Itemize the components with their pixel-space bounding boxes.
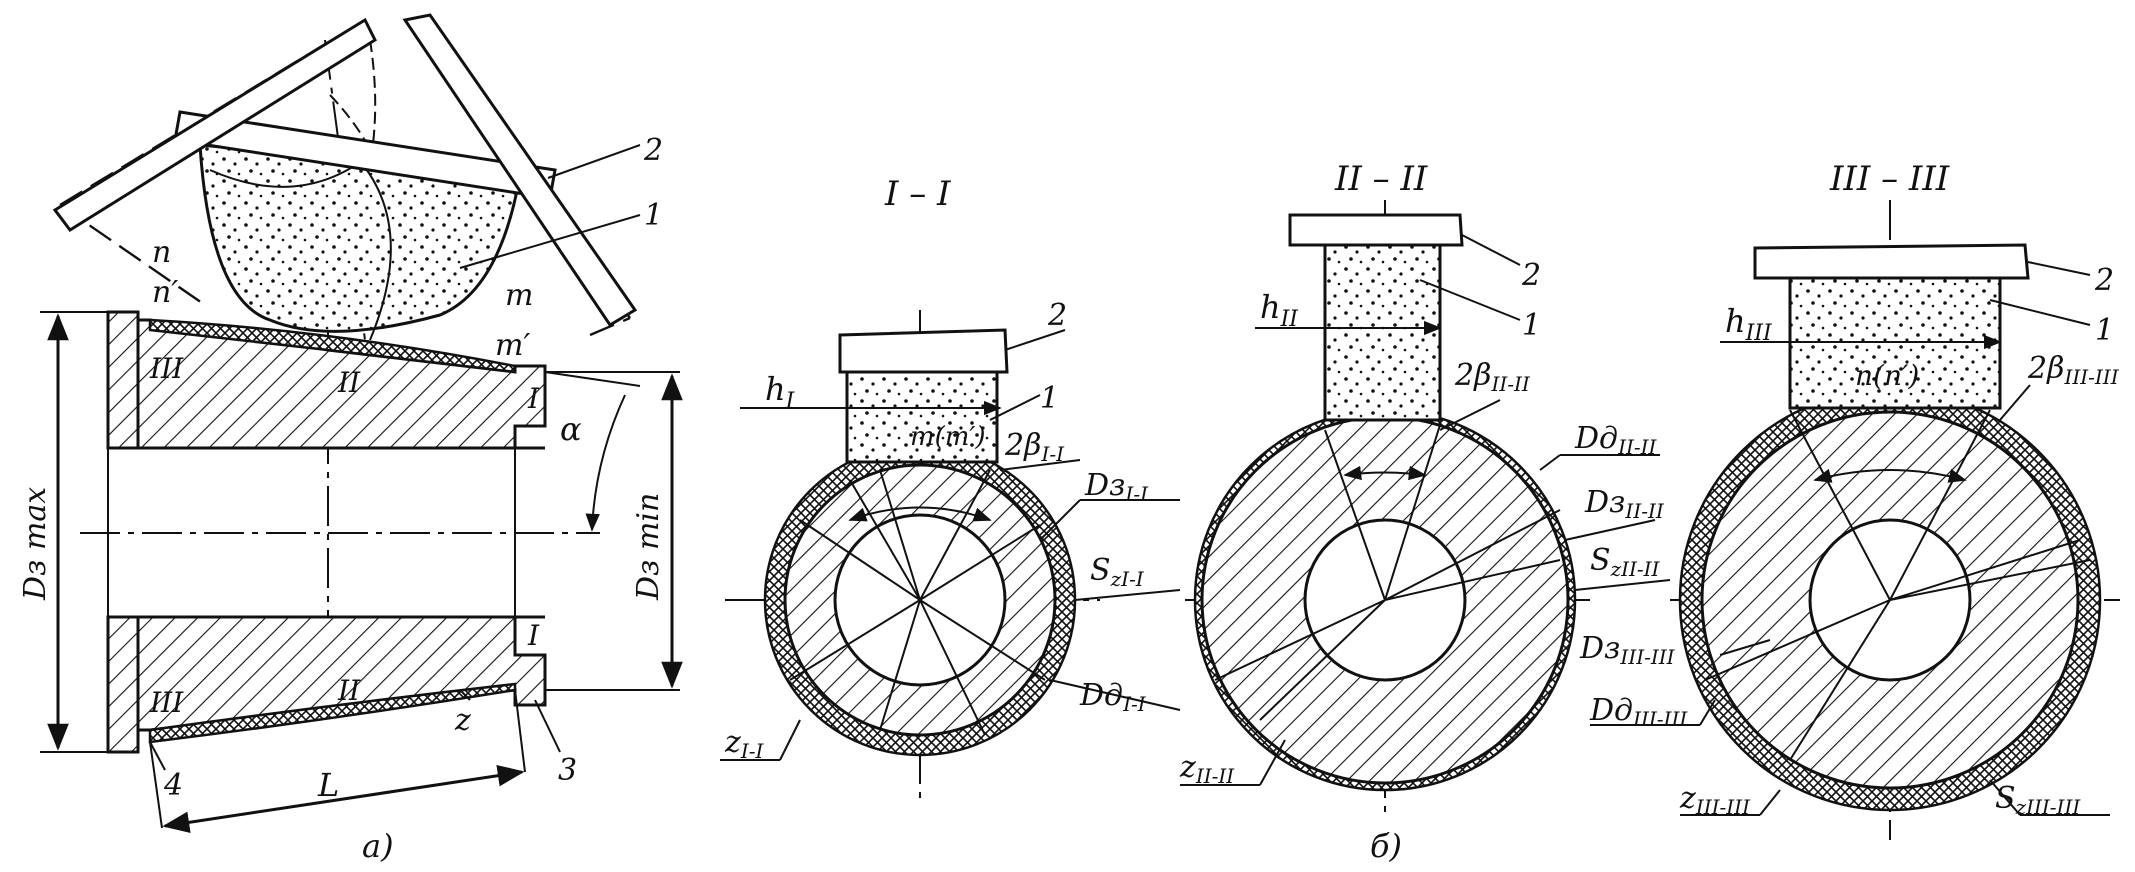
figure-a: Dз max Dз min α L III II I III II I n n′… [18, 13, 683, 865]
point-m-i: m(m′) [910, 422, 986, 452]
wheel-ii [1323, 243, 1442, 422]
section-mark-iii-bottom: III [149, 686, 184, 719]
dim-d-max-label: Dз max [18, 487, 53, 601]
callout-2-iii: 2 [2094, 263, 2114, 298]
callout-2-ii: 2 [1521, 258, 1541, 293]
beta-label-ii: 2βII-II [1454, 358, 1531, 396]
dim-length-label: L [317, 766, 339, 804]
angle-alpha: α [560, 410, 582, 448]
grinding-wheel [198, 143, 522, 333]
callout-1-ii: 1 [1522, 308, 1541, 343]
section-i-i: I – I hI m(m′) 2 1 2βI-I DзI-I SzI-I DдI… [720, 174, 1181, 800]
dz-label-i: DзI-I [1084, 468, 1149, 506]
section-i-title: I – I [884, 174, 951, 214]
dim-d-min-label: Dз min [631, 493, 666, 601]
point-m-prime: m′ [495, 328, 530, 363]
sz-label-i: SzI-I [1090, 553, 1145, 591]
left-flange-top [106, 310, 140, 450]
callout-1-i: 1 [1040, 381, 1059, 416]
point-n-prime: n′ [152, 275, 178, 310]
dd-label-iii: DдIII-III [1589, 693, 1688, 731]
z-label-iii: zIII-III [1679, 781, 1751, 819]
section-mark-ii-bottom: II [337, 674, 361, 707]
holder-i [838, 328, 1009, 374]
h-label-ii: hII [1260, 288, 1299, 332]
sz-label-iii: SzIII-III [1995, 781, 2081, 819]
holder-ii [1288, 213, 1464, 247]
beta-label-iii: 2βIII-III [2027, 351, 2120, 389]
point-n-iii: n(n′) [1855, 359, 1919, 392]
z-label-ii: zII-II [1179, 750, 1235, 788]
sz-label-ii: SzII-II [1590, 543, 1661, 581]
caption-b: б) [1370, 827, 1402, 865]
beta-label-i: 2βI-I [1004, 428, 1065, 466]
point-n: n [152, 235, 171, 270]
section-mark-i-top: I [527, 382, 540, 415]
section-mark-ii-top: II [337, 366, 361, 399]
section-mark-i-bottom: I [527, 619, 540, 652]
left-flange-bottom [106, 615, 140, 754]
dim-length-line [162, 764, 525, 834]
h-label-iii: hIII [1725, 302, 1773, 346]
alt-holder-right [402, 13, 638, 328]
callout-1-iii: 1 [2095, 313, 2114, 348]
holder-iii [1753, 243, 2030, 280]
section-ii-title: II – II [1334, 159, 1428, 199]
h-label-i: hI [765, 370, 796, 414]
callout-4-a: 4 [163, 768, 183, 803]
section-iii-title: III – III [1829, 159, 1950, 199]
caption-a: a) [362, 827, 394, 865]
callout-2-i: 2 [1047, 298, 1067, 333]
dd-label-ii: DдII-II [1574, 421, 1658, 459]
dz-label-ii: DзII-II [1584, 485, 1665, 523]
allowance-layer-top [148, 318, 517, 374]
dd-label-i: DдI-I [1079, 678, 1147, 716]
z-label-i: zI-I [724, 725, 764, 763]
callout-2-a: 2 [643, 133, 663, 168]
callout-3-a: 3 [558, 753, 577, 788]
alt-holder-left [52, 17, 377, 233]
allowance-z-label: z [454, 703, 471, 738]
dz-label-iii: DзIII-III [1579, 631, 1676, 669]
section-iii-iii: III – III hIII n(n′) 2 1 2βIII-III DзIII… [1579, 159, 2120, 840]
section-mark-iii-top: III [149, 352, 184, 385]
point-m: m [505, 278, 533, 313]
section-ii-ii: II – II hII 2 1 2βII-II DдII-II DзII-II … [1179, 159, 1671, 865]
callout-1-a: 1 [644, 198, 663, 233]
